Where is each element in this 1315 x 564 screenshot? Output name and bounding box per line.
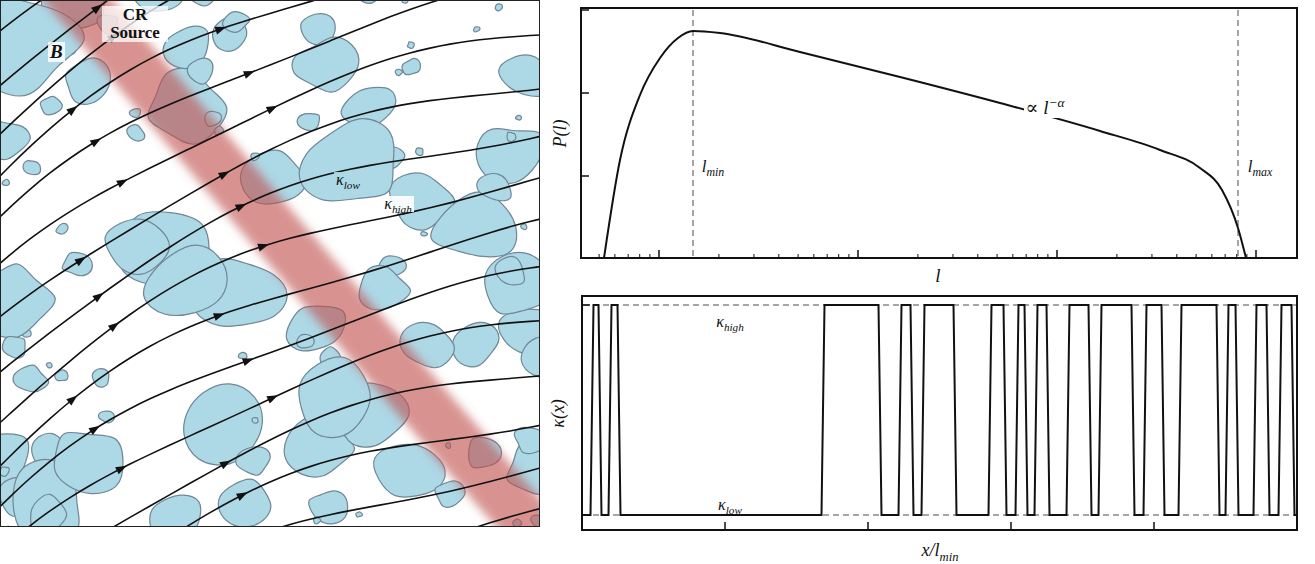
slope-label: ∝ l−α [1024, 98, 1067, 118]
panel-frame [1, 1, 540, 527]
field-arrow [266, 102, 279, 114]
field-line [0, 0, 540, 39]
field-arrow [116, 176, 129, 188]
low-diffusion-region [127, 125, 145, 141]
kappa-profile [582, 296, 1297, 530]
field-line [0, 88, 540, 325]
field-arrow [88, 422, 102, 435]
region-label: κlow [334, 172, 362, 189]
field-arrow [214, 23, 227, 34]
low-diffusion-region [416, 148, 423, 156]
region-label: κhigh [382, 196, 414, 213]
field-line [0, 265, 540, 516]
spectrum-plot [581, 8, 1297, 258]
low-diffusion-region [40, 96, 62, 114]
field-arrow [235, 200, 248, 212]
field-arrow [66, 392, 80, 405]
level-label: κhigh [714, 314, 746, 331]
field-line [0, 506, 540, 527]
low-diffusion-region [521, 224, 527, 230]
low-diffusion-region [297, 114, 319, 131]
axis-label: P(l) [551, 117, 570, 149]
field-arrow [92, 290, 106, 303]
field-line [0, 423, 540, 527]
field-arrow [74, 253, 88, 266]
illustration [0, 0, 540, 527]
low-diffusion-region [56, 223, 68, 234]
field-label: B [48, 42, 65, 62]
low-diffusion-region [421, 232, 428, 236]
low-diffusion-region [297, 334, 315, 348]
low-diffusion-region [507, 132, 516, 141]
low-diffusion-region [187, 58, 213, 84]
low-diffusion-region [407, 42, 414, 49]
low-diffusion-region [0, 264, 55, 338]
field-line [0, 465, 540, 527]
scale-label: lmax [1246, 158, 1275, 176]
field-arrow [242, 355, 255, 366]
low-diffusion-region [485, 252, 540, 314]
field-line [0, 34, 540, 272]
field-arrow [257, 240, 270, 251]
field-arrow [66, 103, 80, 116]
field-line [0, 0, 540, 186]
field-arrow [219, 457, 232, 469]
low-diffusion-region [474, 27, 481, 32]
level-label: κlow [716, 497, 744, 514]
axis-label: κ(x) [549, 397, 568, 430]
field-arrow [266, 392, 279, 404]
low-diffusion-region [521, 336, 540, 378]
field-arrow [108, 319, 122, 332]
field-arrow [218, 168, 232, 180]
low-diffusion-region [23, 161, 40, 175]
low-diffusion-region [395, 69, 402, 75]
low-diffusion-region [514, 427, 540, 453]
field-arrow [236, 489, 249, 501]
field-arrow [243, 67, 256, 78]
low-diffusion-region [402, 58, 420, 74]
axis-label: x/lmin [920, 541, 961, 560]
field-line [0, 134, 540, 380]
field-line [0, 0, 540, 144]
scale-label: lmin [700, 158, 727, 176]
low-diffusion-region [223, 12, 250, 33]
low-diffusion-region [2, 179, 9, 185]
field-line [0, 320, 540, 527]
field-arrow [115, 462, 128, 474]
low-diffusion-region [238, 352, 247, 358]
cr-source-band [60, 0, 540, 527]
field-arrow [90, 135, 104, 148]
field-arrow [213, 310, 226, 321]
low-diffusion-region [356, 512, 363, 517]
low-diffusion-region [46, 363, 52, 368]
low-diffusion-region [309, 491, 348, 524]
low-diffusion-region [252, 418, 258, 424]
low-diffusion-region [495, 4, 502, 11]
axis-label: l [933, 266, 942, 286]
low-diffusion-region [54, 432, 123, 493]
low-diffusion-region [236, 447, 270, 476]
low-diffusion-region [515, 115, 521, 120]
low-diffusion-region [0, 467, 9, 476]
field-line [0, 375, 540, 527]
low-diffusion-region [13, 365, 49, 392]
source-label: CR Source [102, 6, 168, 42]
low-diffusion-region [0, 121, 30, 160]
